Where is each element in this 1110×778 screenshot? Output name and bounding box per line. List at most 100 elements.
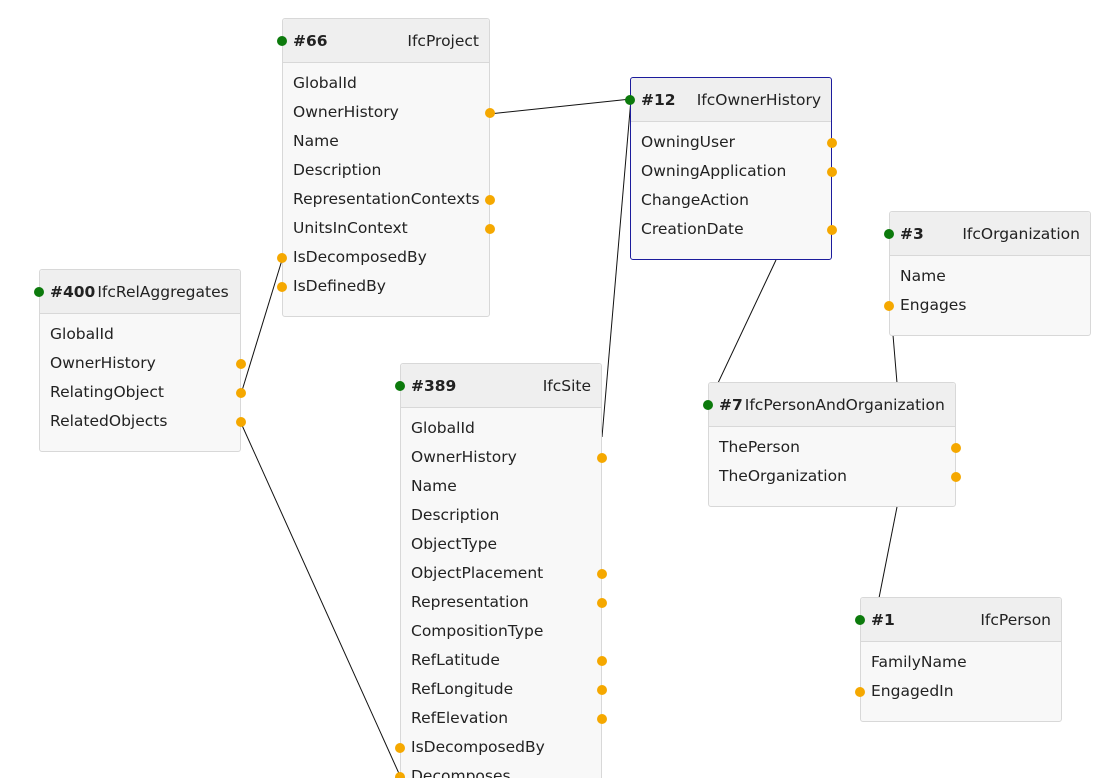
node-id: #389 xyxy=(411,376,457,395)
port-dot[interactable] xyxy=(485,107,495,118)
node-ifcpersonandorganization[interactable]: #7 IfcPersonAndOrganization ThePerson Th… xyxy=(703,382,961,507)
field-row: Description xyxy=(401,501,601,530)
field-row: Engages xyxy=(884,291,1090,320)
field-row: RelatingObject xyxy=(40,378,246,407)
node-header[interactable]: #12 IfcOwnerHistory xyxy=(625,78,831,122)
field-label: IsDecomposedBy xyxy=(293,248,427,266)
field-label: RefLongitude xyxy=(411,680,514,698)
field-label: EngagedIn xyxy=(871,682,954,700)
port-dot[interactable] xyxy=(277,252,287,263)
port-dot[interactable] xyxy=(597,655,607,666)
port-dot[interactable] xyxy=(236,387,246,398)
port-dot[interactable] xyxy=(951,442,961,453)
node-type: IfcOrganization xyxy=(962,224,1080,243)
node-ifcownerhistory[interactable]: #12 IfcOwnerHistory OwningUser OwningApp… xyxy=(625,77,837,260)
field-row: RefElevation xyxy=(401,704,607,733)
field-row: UnitsInContext xyxy=(283,214,495,243)
field-row: ChangeAction xyxy=(631,186,831,215)
edge-relating-object xyxy=(240,259,283,395)
field-row: RepresentationContexts xyxy=(283,185,495,214)
field-row: OwningApplication xyxy=(631,157,837,186)
node-header[interactable]: #66 IfcProject xyxy=(277,19,489,63)
field-row: OwnerHistory xyxy=(401,443,607,472)
field-row: OwnerHistory xyxy=(40,349,246,378)
node-header[interactable]: #7 IfcPersonAndOrganization xyxy=(703,383,955,427)
port-dot[interactable] xyxy=(855,686,865,697)
node-header[interactable]: #389 IfcSite xyxy=(395,364,601,408)
entity-port-dot[interactable] xyxy=(625,95,635,105)
field-row: Name xyxy=(890,262,1090,291)
node-ifcrelaggregates[interactable]: #400 IfcRelAggregates GlobalId OwnerHist… xyxy=(34,269,246,452)
edge-site-ownerhistory xyxy=(601,98,632,438)
entity-port-dot[interactable] xyxy=(703,400,713,410)
field-label: OwnerHistory xyxy=(50,354,156,372)
node-ifcorganization[interactable]: #3 IfcOrganization Name Engages xyxy=(884,211,1091,336)
field-row: IsDecomposedBy xyxy=(395,733,601,762)
node-ifcsite[interactable]: #389 IfcSite GlobalId OwnerHistory Name … xyxy=(395,363,607,778)
field-row: Decomposes xyxy=(395,762,601,778)
node-header[interactable]: #1 IfcPerson xyxy=(855,598,1061,642)
edge-person-personorg xyxy=(878,506,898,599)
field-row: EngagedIn xyxy=(855,677,1061,706)
port-dot[interactable] xyxy=(827,137,837,148)
port-dot[interactable] xyxy=(597,684,607,695)
field-label: Representation xyxy=(411,593,529,611)
port-dot[interactable] xyxy=(597,597,607,608)
entity-port-dot[interactable] xyxy=(395,381,405,391)
edge-project-ownerhistory xyxy=(488,98,632,115)
field-label: FamilyName xyxy=(871,653,967,671)
node-ifcperson[interactable]: #1 IfcPerson FamilyName EngagedIn xyxy=(855,597,1062,722)
port-dot[interactable] xyxy=(597,713,607,724)
field-row: FamilyName xyxy=(861,648,1061,677)
node-ifcproject[interactable]: #66 IfcProject GlobalId OwnerHistory Nam… xyxy=(277,18,495,317)
field-label: IsDefinedBy xyxy=(293,277,386,295)
port-dot[interactable] xyxy=(827,224,837,235)
field-row: IsDefinedBy xyxy=(277,272,489,301)
field-label: UnitsInContext xyxy=(293,219,408,237)
entity-port-dot[interactable] xyxy=(884,229,894,239)
entity-port-dot[interactable] xyxy=(855,615,865,625)
port-dot[interactable] xyxy=(485,223,495,234)
field-label: RefLatitude xyxy=(411,651,500,669)
field-row: RefLongitude xyxy=(401,675,607,704)
field-label: CreationDate xyxy=(641,220,744,238)
port-dot[interactable] xyxy=(884,300,894,311)
field-label: Description xyxy=(293,161,382,179)
port-dot[interactable] xyxy=(236,358,246,369)
field-row: TheOrganization xyxy=(709,462,961,491)
node-header[interactable]: #3 IfcOrganization xyxy=(884,212,1090,256)
field-row: Description xyxy=(283,156,489,185)
field-label: Name xyxy=(293,132,339,150)
port-dot[interactable] xyxy=(485,194,495,205)
entity-port-dot[interactable] xyxy=(34,287,44,297)
field-label: GlobalId xyxy=(411,419,475,437)
port-dot[interactable] xyxy=(236,416,246,427)
port-dot[interactable] xyxy=(827,166,837,177)
port-dot[interactable] xyxy=(597,568,607,579)
field-row: RefLatitude xyxy=(401,646,607,675)
entity-port-dot[interactable] xyxy=(277,36,287,46)
edge-related-objects xyxy=(240,422,402,778)
port-dot[interactable] xyxy=(395,771,405,778)
node-id: #400 xyxy=(50,282,96,301)
field-label: IsDecomposedBy xyxy=(411,738,545,756)
field-row: RelatedObjects xyxy=(40,407,246,436)
port-dot[interactable] xyxy=(395,742,405,753)
field-label: RelatedObjects xyxy=(50,412,168,430)
field-label: ObjectType xyxy=(411,535,498,553)
field-label: ObjectPlacement xyxy=(411,564,544,582)
field-label: Name xyxy=(900,267,946,285)
port-dot[interactable] xyxy=(597,452,607,463)
port-dot[interactable] xyxy=(277,281,287,292)
field-row: ThePerson xyxy=(709,433,961,462)
field-row: ObjectPlacement xyxy=(401,559,607,588)
field-row: IsDecomposedBy xyxy=(277,243,489,272)
port-dot[interactable] xyxy=(951,471,961,482)
node-header[interactable]: #400 IfcRelAggregates xyxy=(34,270,240,314)
field-row: Name xyxy=(401,472,601,501)
edge-owninguser-personorg xyxy=(717,259,777,384)
field-row: OwningUser xyxy=(631,128,837,157)
node-type: IfcRelAggregates xyxy=(97,282,229,301)
edge-organization-personorg xyxy=(892,334,898,384)
